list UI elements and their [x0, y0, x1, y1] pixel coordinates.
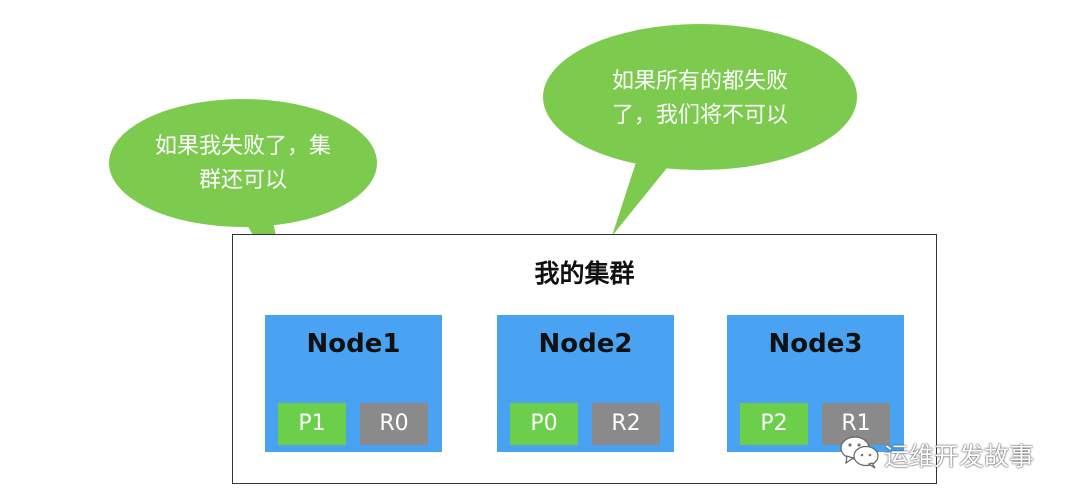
node-3: Node3 P2 R1 [727, 315, 904, 452]
right-bubble-tail [612, 150, 675, 236]
left-bubble-text: 如果我失败了，集 群还可以 [113, 130, 373, 198]
left-bubble-line2: 群还可以 [198, 168, 287, 193]
left-bubble-line1: 如果我失败了，集 [154, 134, 331, 159]
right-bubble [543, 24, 857, 170]
node-title: Node1 [306, 329, 401, 359]
wechat-icon [840, 436, 879, 469]
primary-shard: P1 [278, 403, 346, 445]
primary-shard: P0 [510, 403, 578, 445]
right-bubble-text: 如果所有的都失败 了，我们将不可以 [570, 65, 830, 133]
node-2: Node2 P0 R2 [497, 315, 674, 452]
right-bubble-line2: 了，我们将不可以 [611, 103, 788, 128]
left-bubble [109, 99, 377, 227]
replica-shard: R2 [592, 403, 660, 445]
replica-shard: R0 [360, 403, 428, 445]
node-title: Node3 [768, 329, 863, 359]
cluster-title: 我的集群 [534, 259, 635, 288]
node-title: Node2 [538, 329, 633, 359]
right-bubble-line1: 如果所有的都失败 [611, 69, 788, 94]
watermark-brand: 运维开发故事 [884, 442, 1035, 471]
primary-shard: P2 [740, 403, 808, 445]
node-1: Node1 P1 R0 [265, 315, 442, 452]
